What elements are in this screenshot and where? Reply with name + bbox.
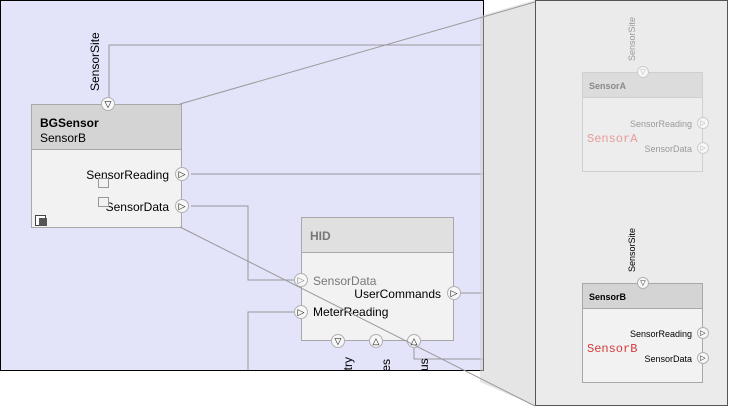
hid-meter-reading-port-icon[interactable]: ▷ [294,305,308,319]
bgsensor-data-label: SensorData [105,200,169,214]
subsystem-icon [39,218,47,226]
diagram-canvas[interactable]: SensorSite BGSensor SensorB SensorReadin… [0,0,484,371]
sensor-a-header: SensorA [583,73,702,98]
bgsensor-type: SensorB [40,131,87,145]
hid-bottom-port-3-icon[interactable]: △ [407,334,421,348]
hid-bottom-port-2-icon[interactable]: △ [369,334,383,348]
sensor-a-data-label: SensorData [644,144,692,154]
sensor-b-site-label: SensorSite [627,227,637,272]
sensor-b-reading-label: SensorReading [629,329,692,339]
bgsensor-block[interactable]: BGSensor SensorB SensorReading SensorDat… [31,104,182,228]
hid-header: HID [302,218,453,253]
sensor-site-label: SensorSite [88,32,102,91]
hid-user-commands-label: UserCommands [354,287,441,301]
sensor-b-data-label: SensorData [644,354,692,364]
sensor-a-variant-label: SensorA [587,132,638,146]
bgsensor-header: BGSensor SensorB [32,105,181,150]
sensor-b-block[interactable]: SensorB SensorB SensorReading SensorData [582,283,703,383]
port-marker [98,197,109,207]
hid-name: HID [310,229,331,243]
sensor-site-port-icon[interactable]: ▽ [101,97,115,111]
hid-bottom-label-1: etry [341,356,355,371]
sensor-a-reading-label: SensorReading [629,119,692,129]
sensor-data-port-icon[interactable]: ▷ [175,199,189,213]
sensor-a-block[interactable]: SensorA SensorA SensorReading SensorData [582,72,703,172]
sensor-a-reading-port-icon: ▷ [697,117,709,129]
bgsensor-name: BGSensor [40,116,99,130]
variant-panel: SensorSite ▽ SensorA SensorA SensorReadi… [535,0,728,406]
sensor-a-name: SensorA [589,81,627,91]
hid-sensor-data-port-icon[interactable]: ▷ [294,273,308,287]
hid-meter-reading-label: MeterReading [313,305,389,319]
sensor-b-name: SensorB [589,292,627,302]
hid-bottom-port-1-icon[interactable]: ▽ [331,334,345,348]
hid-bottom-label-3: us [417,358,431,371]
hid-bottom-label-2: tes [379,358,393,371]
sensor-a-site-port-icon: ▽ [637,66,649,78]
sensor-b-variant-label: SensorB [587,342,638,356]
sensor-a-site-label: SensorSite [627,16,637,61]
sensor-b-site-port-icon: ▽ [637,277,649,289]
port-marker [98,178,109,188]
sensor-b-reading-port-icon: ▷ [697,327,709,339]
sensor-reading-port-icon[interactable]: ▷ [175,167,189,181]
sensor-b-data-port-icon: ▷ [697,352,709,364]
hid-sensor-data-label: SensorData [313,274,377,288]
sensor-a-data-port-icon: ▷ [697,142,709,154]
hid-block[interactable]: HID SensorData UserCommands MeterReading [301,217,454,341]
hid-user-commands-port-icon[interactable]: ▷ [447,286,461,300]
